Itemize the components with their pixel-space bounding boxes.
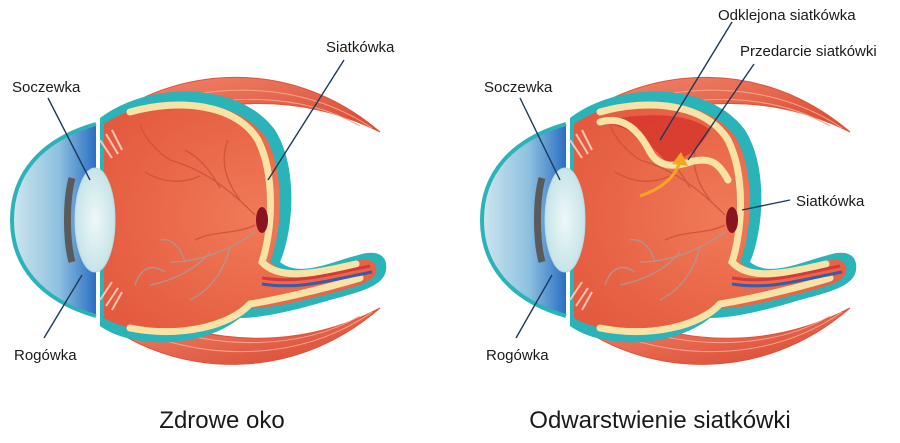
- left-retina-leader: [268, 60, 344, 180]
- left-retina-label: Siatkówka: [326, 39, 395, 56]
- left-caption: Zdrowe oko: [159, 407, 284, 434]
- left-lens-label: Soczewka: [12, 79, 81, 96]
- right-retina-label: Siatkówka: [796, 193, 865, 210]
- right-caption: Odwarstwienie siatkówki: [529, 407, 790, 434]
- right-detached-label: Odklejona siatkówka: [718, 7, 856, 24]
- right-tear-label: Przedarcie siatkówki: [740, 43, 877, 60]
- left-cornea-label: Rogówka: [14, 347, 77, 364]
- right-cornea-label: Rogówka: [486, 347, 549, 364]
- detached-eye-illustration: [482, 77, 856, 364]
- healthy-eye-illustration: [12, 77, 386, 364]
- right-lens-label: Soczewka: [484, 79, 553, 96]
